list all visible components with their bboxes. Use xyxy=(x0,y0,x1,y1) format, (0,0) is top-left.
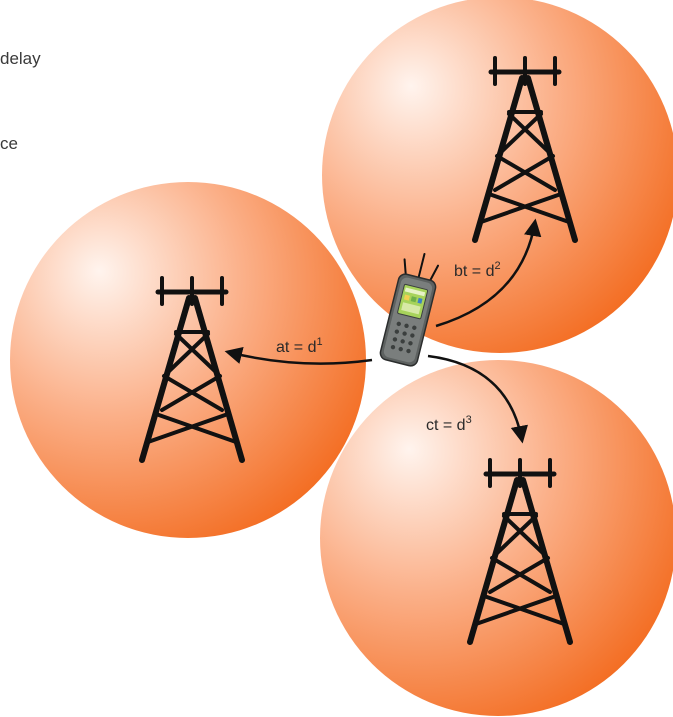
arrow-to-tower-a xyxy=(224,346,373,365)
arrow-to-tower-b xyxy=(435,218,542,328)
side-text-ce: ce xyxy=(0,134,18,153)
arrow-to-tower-c xyxy=(427,354,528,444)
cell-circle-b xyxy=(322,0,673,353)
equation-a: at = d1 xyxy=(276,336,323,356)
equation-b-lhs: bt = d xyxy=(454,263,494,280)
equation-b-exponent: 2 xyxy=(494,260,500,272)
equation-c: ct = d3 xyxy=(426,414,472,434)
cell-circle-c xyxy=(320,360,673,716)
equation-b: bt = d2 xyxy=(454,260,501,280)
equation-c-lhs: ct = d xyxy=(426,417,466,434)
equation-a-exponent: 1 xyxy=(316,336,322,348)
equation-c-exponent: 3 xyxy=(466,414,472,426)
cell-circle-a xyxy=(10,182,366,538)
mobile-phone-icon xyxy=(379,253,440,367)
side-text-delay: delay xyxy=(0,49,41,68)
equation-a-lhs: at = d xyxy=(276,339,316,356)
